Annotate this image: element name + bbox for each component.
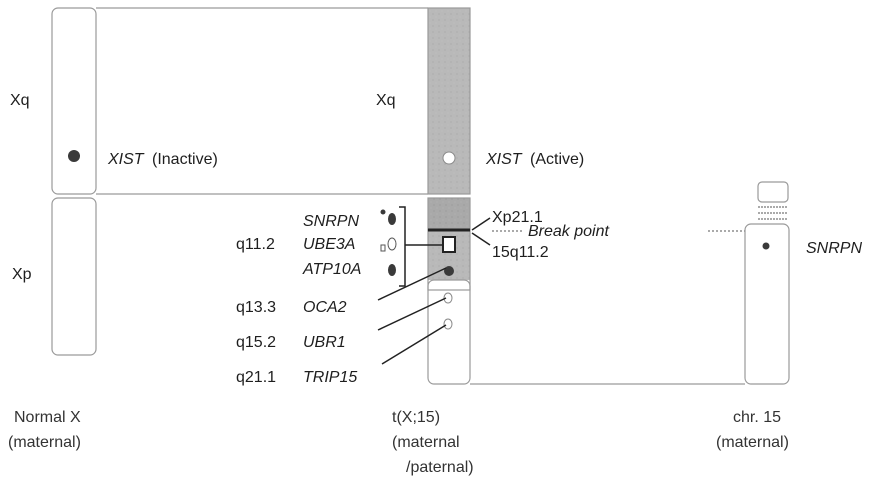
- translocation-caption-line1: t(X;15): [392, 409, 440, 426]
- translocation-chromosome: [428, 8, 470, 384]
- band-q15-2-label: q15.2: [236, 334, 276, 351]
- translocation-xp-segment: [428, 198, 470, 230]
- chr15-chromosome: [745, 182, 789, 384]
- breakpoint-label: Break point: [528, 223, 609, 240]
- chr15-satellite: [758, 182, 788, 202]
- normal-x-q-label: Xq: [10, 92, 30, 109]
- ube3a-marker: [443, 237, 455, 252]
- translocation-x-segment: [428, 8, 470, 194]
- band-q21-1-label: q21.1: [236, 369, 276, 386]
- xist-active-state: (Active): [530, 151, 584, 168]
- band-q13-3-label: q13.3: [236, 299, 276, 316]
- translocation-q-label: Xq: [376, 92, 396, 109]
- snrpn-glyph: [388, 213, 396, 225]
- atp10a-label: ATP10A: [302, 261, 361, 278]
- ube3a-glyph: [388, 238, 396, 250]
- snrpn-label: SNRPN: [303, 213, 359, 230]
- chr15-snrpn-label: SNRPN: [806, 240, 862, 257]
- normal-x-p-label: Xp: [12, 266, 32, 283]
- oca2-label: OCA2: [303, 299, 347, 316]
- xist-inactive-state: (Inactive): [152, 151, 218, 168]
- chr15-caption-line1: chr. 15: [733, 409, 781, 426]
- chr15-snrpn-marker: [763, 243, 770, 250]
- xist-active-marker: [443, 152, 455, 164]
- normal-x-q-arm: [52, 8, 96, 194]
- xist-active-gene: XIST: [485, 151, 523, 168]
- xist-inactive-gene: XIST: [107, 151, 145, 168]
- normal-x-caption-line2: (maternal): [8, 434, 81, 451]
- atp10a-glyph: [388, 264, 396, 276]
- ube3a-label: UBE3A: [303, 236, 355, 253]
- chr15-caption-line2: (maternal): [716, 434, 789, 451]
- snrpn-glyph-small: [381, 210, 386, 215]
- translocation-caption-line3: /paternal): [406, 459, 474, 476]
- normal-x-xist-marker: [68, 150, 80, 162]
- ube3a-glyph-small: [381, 245, 385, 251]
- ubr1-marker: [444, 319, 452, 329]
- translocation-caption-line2: (maternal: [392, 434, 460, 451]
- band-q11-2-label: q11.2: [236, 236, 275, 253]
- breakpoint-15q11-label: 15q11.2: [492, 244, 549, 261]
- normal-x-chromosome: [52, 8, 96, 355]
- ubr1-label: UBR1: [303, 334, 346, 351]
- trip15-label: TRIP15: [303, 369, 357, 386]
- xp21-pointer: [472, 218, 490, 230]
- q11-bracket: [399, 207, 405, 286]
- gene-glyphs: [381, 210, 397, 277]
- normal-x-caption-line1: Normal X: [14, 409, 81, 426]
- normal-x-p-arm: [52, 198, 96, 355]
- 15q11-pointer: [472, 233, 490, 245]
